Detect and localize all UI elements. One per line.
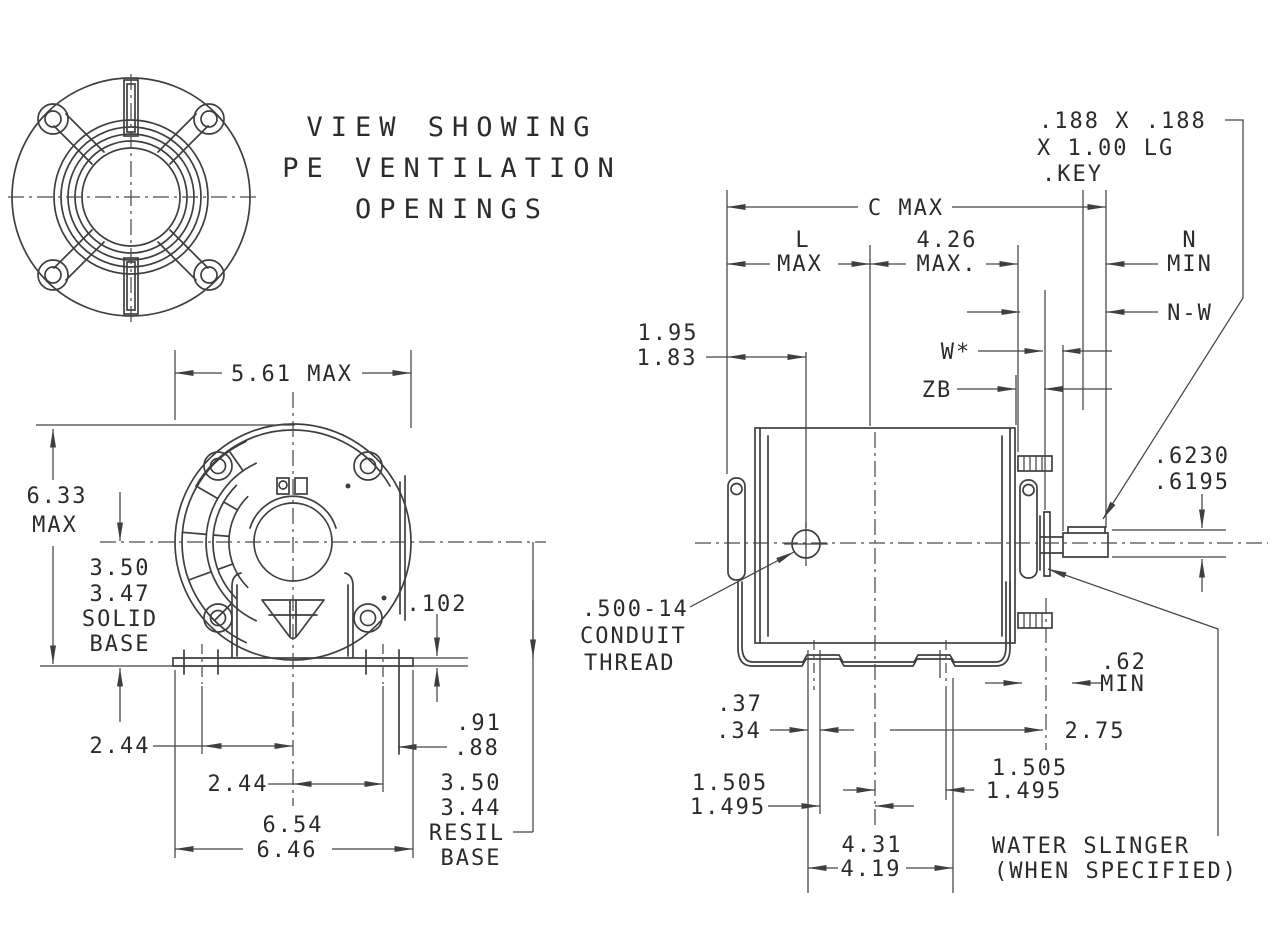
dim-zb: ZB — [922, 378, 953, 403]
dim-slot-w-2: .34 — [716, 719, 762, 744]
hub-bosses — [276, 477, 308, 495]
dim-275: 2.75 — [1065, 719, 1126, 744]
dim-slot-right-2: 1.495 — [986, 779, 1062, 804]
cross-straps — [53, 113, 209, 281]
view-title-line1: VIEW SHOWING — [306, 112, 597, 143]
dim-resil-base-1: 3.50 — [441, 771, 502, 796]
dim-c-max: C MAX — [868, 196, 944, 221]
dim-shaft-dia-2: .6195 — [1154, 470, 1230, 495]
dim-426-1: 4.26 — [917, 228, 978, 253]
key-spec-line3: .KEY — [1042, 162, 1103, 187]
dim-l-1: L — [795, 228, 810, 253]
dim-resil-base-2: 3.44 — [441, 796, 502, 821]
side-view-dimensions: C MAX L MAX 4.26 MAX. N MIN N-W 1.95 1.8… — [637, 190, 1230, 893]
dim-shaft-dia-1: .6230 — [1154, 444, 1230, 469]
annotations: VIEW SHOWING PE VENTILATION OPENINGS .18… — [282, 109, 1244, 884]
dim-resil-base-4: BASE — [441, 846, 502, 871]
dim-base-length-2: 6.46 — [257, 838, 318, 863]
water-slinger-disc — [1039, 511, 1051, 577]
bolt-lugs — [37, 103, 225, 291]
dim-62-1: .62 — [1101, 650, 1147, 675]
side-view — [695, 427, 1268, 826]
dim-62-2: MIN — [1100, 672, 1146, 697]
through-bolts — [727, 455, 1053, 629]
dim-solid-base-4: BASE — [90, 632, 151, 657]
dim-solid-base-1: 3.50 — [90, 556, 151, 581]
dim-pad-thickness: .102 — [407, 592, 468, 617]
view-title-line3: OPENINGS — [355, 194, 549, 225]
dim-w-star: W* — [941, 340, 972, 365]
resilient-base — [737, 581, 1011, 667]
conduit-note-line3: THREAD — [584, 651, 675, 676]
dim-n-w: N-W — [1167, 301, 1213, 326]
terminal-panel-edge — [345, 475, 406, 621]
dim-n-1: N — [1182, 228, 1197, 253]
ventilation-end-view — [8, 74, 256, 322]
dim-edge-1: .91 — [456, 711, 502, 736]
key-spec-line1: .188 X .188 — [1039, 109, 1207, 134]
slinger-note-line2: (WHEN SPECIFIED) — [994, 859, 1238, 884]
dim-resil-base-3: RESIL — [429, 821, 505, 846]
dim-slot-center-b: 2.44 — [208, 772, 269, 797]
dim-bolt-span-1: 4.31 — [842, 833, 903, 858]
conduit-note-line2: CONDUIT — [580, 624, 687, 649]
conduit-leader — [689, 551, 795, 608]
dim-l-2: MAX — [777, 252, 823, 277]
dim-height-max-value: 6.33 — [27, 484, 88, 509]
dim-width-max: 5.61 MAX — [231, 362, 353, 387]
dim-slot-right-1: 1.505 — [992, 756, 1068, 781]
dim-solid-base-3: SOLID — [82, 607, 158, 632]
key-leader — [1102, 119, 1244, 520]
dim-426-2: MAX. — [917, 252, 978, 277]
view-title-line2: PE VENTILATION — [282, 153, 622, 184]
dim-base-length-1: 6.54 — [263, 813, 324, 838]
shaft — [1039, 511, 1109, 577]
dim-slot-left-1: 1.505 — [692, 771, 768, 796]
conduit-hole — [784, 522, 828, 566]
slinger-leader — [1047, 568, 1219, 836]
vent-crescent — [181, 440, 258, 644]
dim-edge-2: .88 — [454, 736, 500, 761]
conduit-note-line1: .500-14 — [582, 597, 689, 622]
dim-slot-center-a: 2.44 — [90, 734, 151, 759]
dim-conduit-loc-2: 1.83 — [637, 346, 698, 371]
dim-conduit-loc-1: 1.95 — [638, 321, 699, 346]
front-view-dimensions: 5.61 MAX 6.33 MAX 3.50 3.47 SOLID BASE .… — [27, 350, 536, 871]
dim-bolt-span-2: 4.19 — [841, 857, 902, 882]
dim-height-max-label: MAX — [32, 513, 78, 538]
dim-n-2: MIN — [1167, 252, 1213, 277]
dim-slot-w-1: .37 — [717, 692, 763, 717]
front-view — [100, 392, 546, 806]
dim-solid-base-2: 3.47 — [90, 582, 151, 607]
dim-slot-left-2: 1.495 — [690, 795, 766, 820]
slinger-note-line1: WATER SLINGER — [992, 834, 1190, 859]
shaft-key — [1067, 526, 1106, 534]
key-spec-line2: X 1.00 LG — [1037, 136, 1174, 161]
